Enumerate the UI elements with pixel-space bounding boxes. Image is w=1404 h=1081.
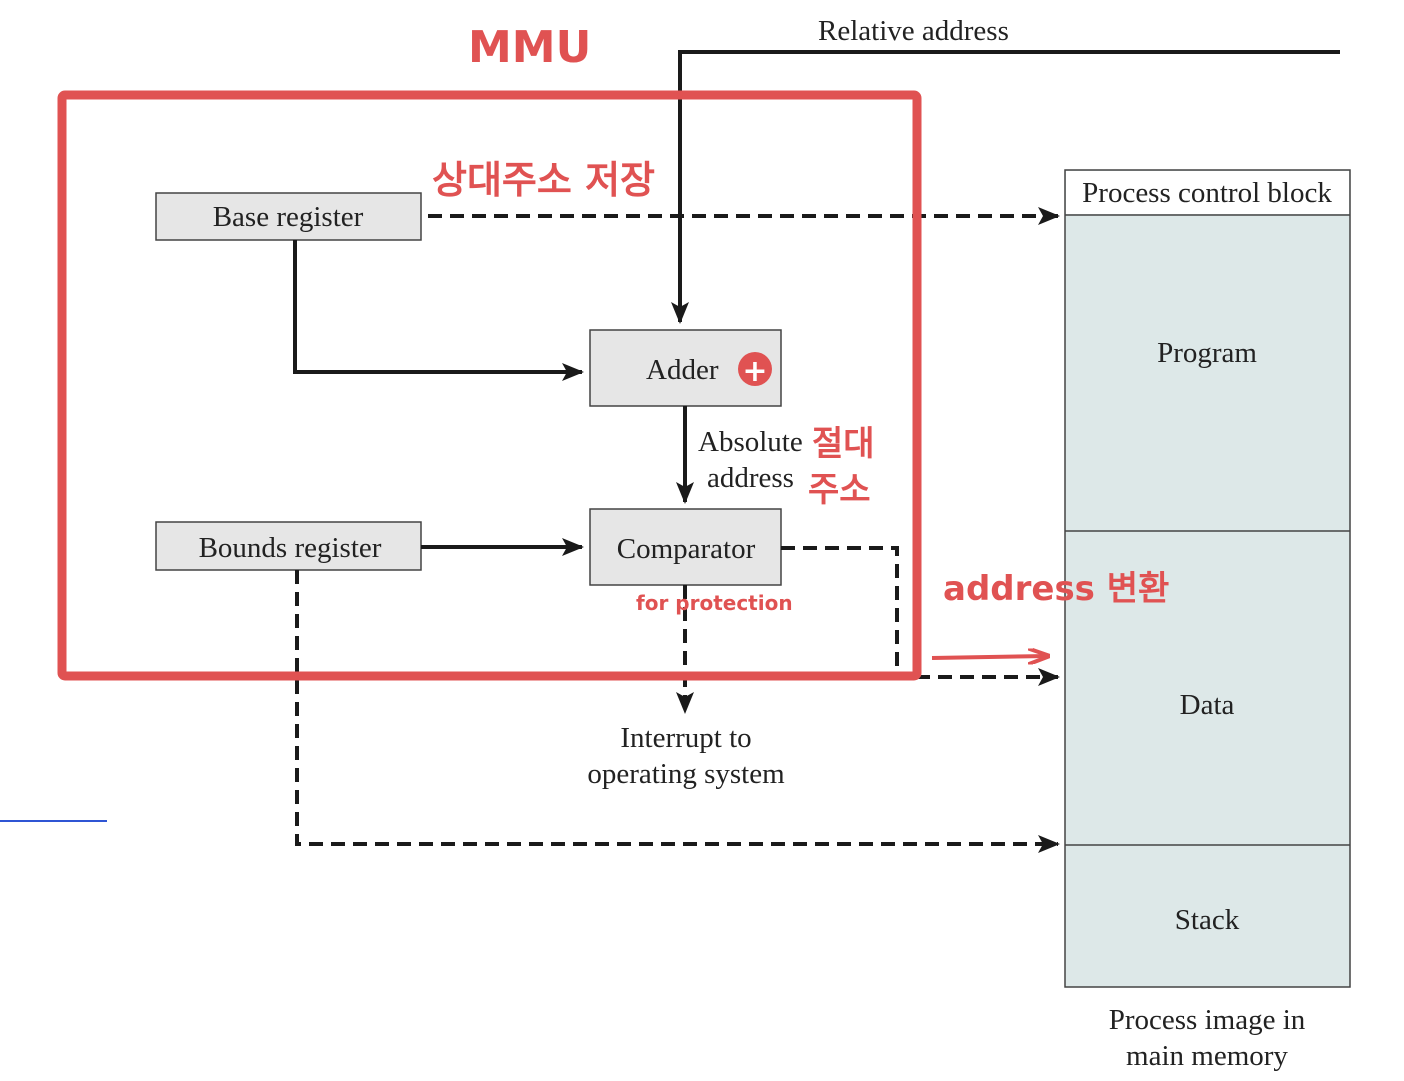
absolute-label-line1: Absolute [698, 426, 803, 458]
comparator-label: Comparator [617, 533, 756, 565]
program-label: Program [1157, 337, 1257, 369]
absolute-label-line2: address [707, 462, 794, 494]
relative-address-saved-annotation: 상대주소 저장 [432, 158, 655, 202]
data-label: Data [1180, 689, 1235, 721]
for-protection-annotation: for protection [636, 591, 793, 615]
stack-label: Stack [1175, 904, 1240, 936]
adder-label: Adder [646, 354, 719, 386]
comparator-box [589, 508, 782, 586]
base-register-box [155, 192, 422, 241]
process-image-box [1064, 169, 1351, 988]
mmu-annotation: MMU [468, 22, 591, 73]
process-image-caption-line2: main memory [1126, 1040, 1288, 1072]
pcb-label: Process control block [1082, 177, 1332, 209]
svg-text:+: + [742, 354, 767, 389]
base-to-adder-arrow [293, 240, 584, 381]
relative-address-label: Relative address [818, 15, 1009, 47]
pcb-section [1066, 171, 1349, 214]
plus-icon: + [738, 352, 772, 389]
process-image-caption-line1: Process image in [1109, 1004, 1306, 1036]
mmu-highlight-box [57, 90, 922, 681]
absolute-annotation-line2: 주소 [808, 470, 871, 510]
base-register-label: Base register [213, 201, 364, 233]
absolute-annotation-line1: 절대 [812, 424, 875, 464]
bounds-to-stack-arrow [295, 570, 1060, 853]
bounds-register-label: Bounds register [199, 532, 382, 564]
relative-address-arrow [671, 50, 1340, 324]
address-translation-arrow [931, 656, 1048, 658]
interrupt-label-line1: Interrupt to [620, 722, 751, 754]
bounds-register-box [155, 521, 422, 571]
comparator-to-data-arrow [781, 546, 1060, 686]
address-translation-annotation: address 변환 [943, 569, 1169, 609]
interrupt-label-line2: operating system [587, 758, 785, 790]
